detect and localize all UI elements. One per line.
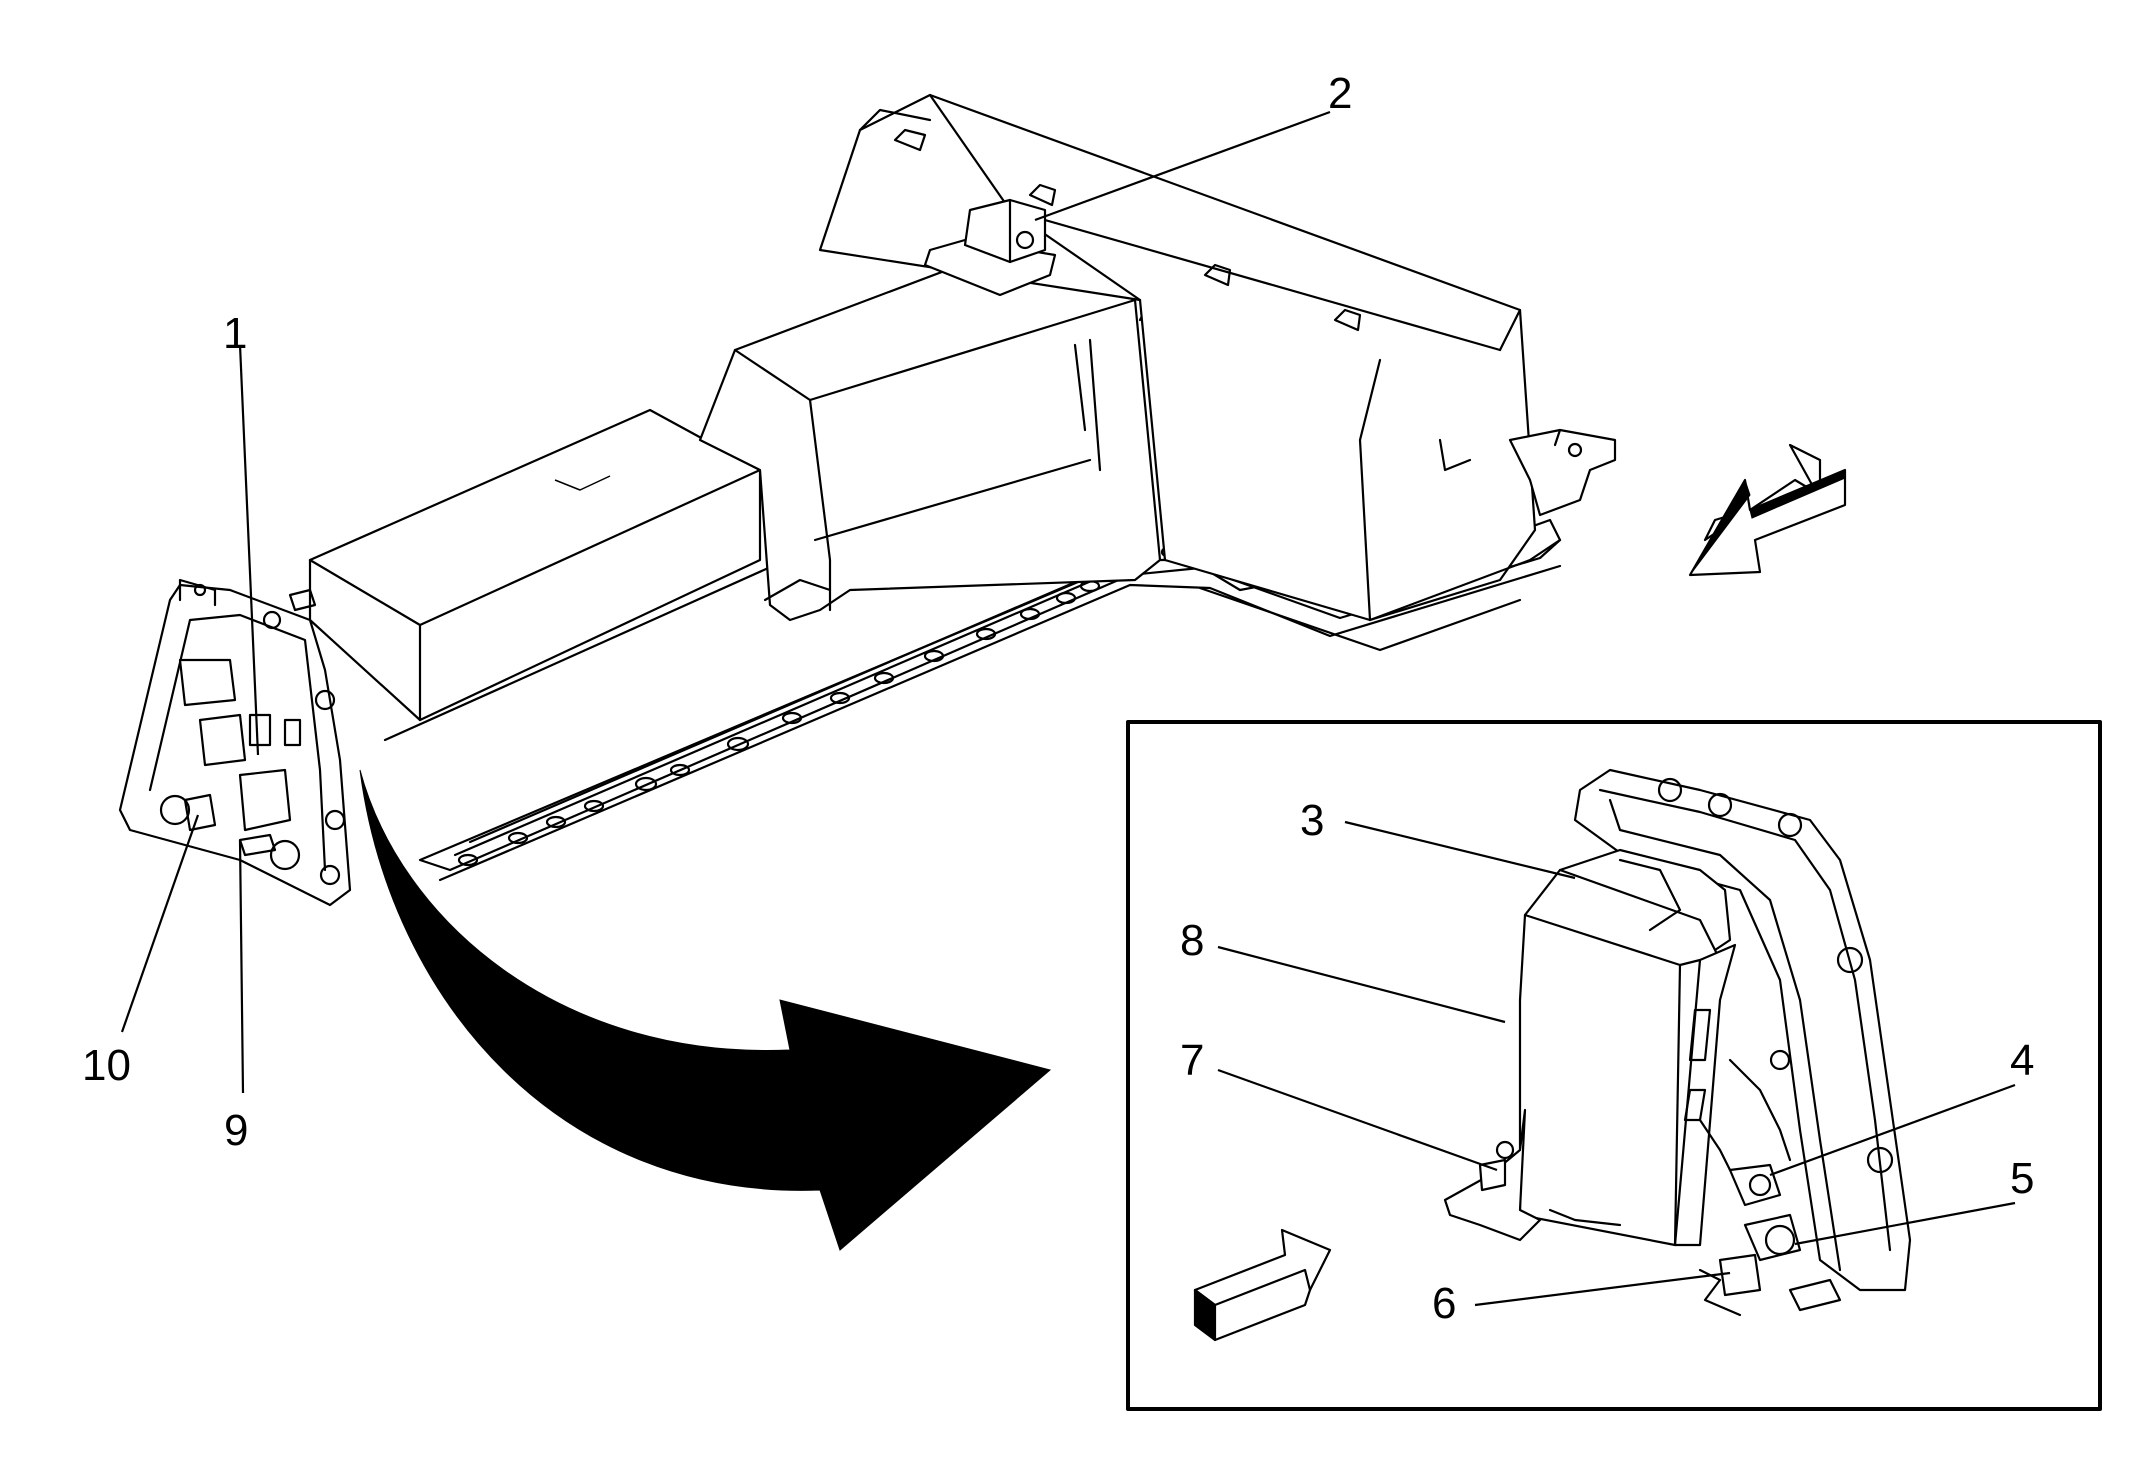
battery-pack-assembly [118, 93, 1617, 907]
callout-5: 5 [2010, 1154, 2034, 1203]
module-mount-bracket [1443, 1108, 1622, 1242]
leader-1 [238, 344, 260, 756]
callout-labels: 1 2 3 4 5 6 7 8 9 10 [82, 69, 2034, 1328]
callout-7: 7 [1180, 1036, 1204, 1085]
top-connector-component [923, 198, 1057, 297]
curved-arrow-icon [359, 769, 1052, 1251]
detail-inset [1126, 720, 2102, 1411]
direction-arrow-icon [1193, 1228, 1332, 1342]
leader-3 [1344, 820, 1576, 880]
leader-4 [1769, 1083, 2016, 1177]
callout-3: 3 [1300, 796, 1324, 845]
leader-10 [120, 814, 200, 1033]
leader-7 [1217, 1068, 1498, 1172]
battery-cover-mid [698, 248, 1167, 622]
module-connectors [1698, 1049, 1842, 1317]
callout-4: 4 [2010, 1036, 2034, 1085]
leader-6 [1474, 1271, 1731, 1307]
leader-5 [1794, 1201, 2016, 1246]
battery-cover-front [308, 408, 777, 742]
direction-arrow-icon [1688, 443, 1847, 577]
callout-6: 6 [1432, 1279, 1456, 1328]
rear-mounting-bracket [1198, 428, 1617, 652]
leader-lines [120, 110, 2016, 1307]
callout-8: 8 [1180, 916, 1204, 965]
leader-9 [238, 839, 245, 1094]
leader-2 [1034, 110, 1331, 222]
leader-8 [1217, 945, 1506, 1024]
callout-1: 1 [223, 309, 247, 358]
front-end-plate [118, 578, 352, 907]
callout-9: 9 [224, 1106, 248, 1155]
control-module [1518, 848, 1737, 1247]
inset-end-plate [1573, 768, 1912, 1292]
callout-2: 2 [1328, 69, 1352, 118]
callout-10: 10 [82, 1041, 131, 1090]
